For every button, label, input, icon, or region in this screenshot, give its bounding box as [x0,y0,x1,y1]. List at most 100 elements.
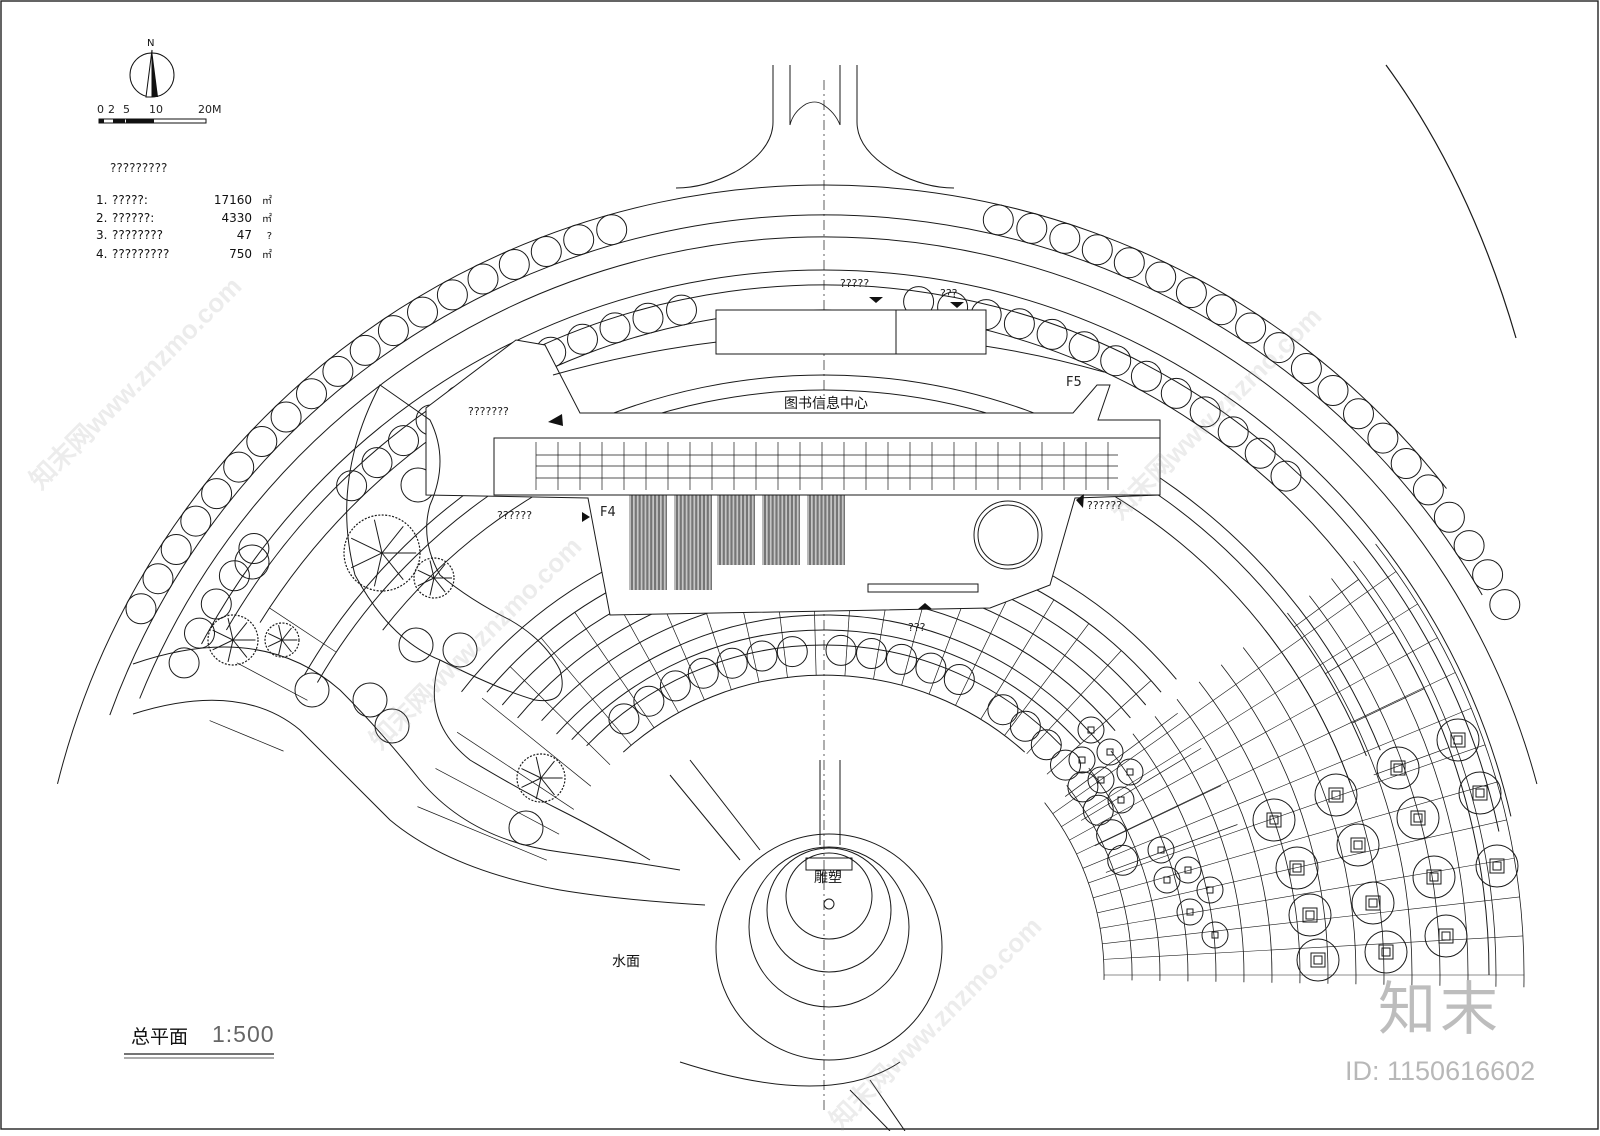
legend-unit: ㎡ [262,196,272,207]
tree-icon [886,643,917,675]
tree-icon [374,708,410,744]
tree-icon [352,682,388,718]
tree-icon [530,236,562,267]
tree-icon [407,296,438,328]
tree-icon [1412,474,1444,506]
scale-label-2: 2 [108,103,115,116]
paving-arc [1154,716,1245,983]
paving-arc [1220,664,1329,984]
tree-icon [1205,294,1237,326]
tree-icon [1390,448,1422,479]
paving-line [509,666,611,765]
tree-icon [467,263,499,295]
tree-icon [296,378,327,410]
paving-arc [556,614,1101,744]
scale-label-20: 20M [198,103,222,116]
paving-arc [1331,578,1469,987]
tree-icon [746,640,778,672]
paving-arc [571,629,1081,745]
tree-icon [776,636,808,668]
scale-label-0: 0 [97,103,104,116]
tree-icon [294,672,330,708]
tree-icon [1016,212,1048,244]
paving-line [209,720,284,752]
tree-icon [1009,710,1041,742]
garden-area [132,384,706,906]
tree-icon [246,426,278,457]
paving-line [1082,707,1472,869]
paving-line [1004,623,1090,736]
feature-tree-icon [343,514,421,592]
tree-planter-icon [1275,846,1319,890]
tree-icon [442,632,478,668]
tree-planter-icon [1147,836,1175,864]
paving-arc [316,389,1367,757]
legend-value: 4330 [221,211,252,225]
tree-icon [1489,589,1521,621]
tree-icon [349,334,381,366]
tree-icon [666,294,697,326]
paving-line [1325,632,1395,675]
sculpture-label: 雕塑 [814,870,842,886]
paving-arc [586,644,1062,747]
paving-line [1076,672,1456,855]
tree-planter-icon [1475,844,1519,888]
drawing-title: 总平面 [131,1026,189,1048]
tree-icon [1145,261,1177,293]
scale-label-10: 10 [149,103,163,116]
paving-arc [1176,698,1273,983]
tree-planter-icon [1351,881,1395,925]
tree-icon [1270,460,1302,492]
tree-icon [1030,729,1062,761]
paving-arc [1264,629,1385,985]
tree-icon [508,810,544,846]
tree-planter-icon [1436,718,1480,762]
paving-line [1052,571,1397,814]
tree-planter-icon [1107,786,1135,814]
tree-planter-icon [1174,856,1202,884]
legend-no: 4. [96,247,108,261]
tree-icon [1175,277,1207,309]
paving-arc [1287,612,1413,986]
legend-value: 750 [229,247,252,261]
tree-planter-icon [1424,914,1468,958]
feature-tree-icon [413,557,455,599]
tree-icon [943,664,975,695]
water-label: 水面 [612,954,640,970]
paving-arc [1353,561,1497,987]
tree-icon [716,647,748,679]
tree-icon [632,302,664,334]
feature-tree-icon [516,753,566,803]
tree-planter-icon [1412,855,1456,899]
scale-label-5: 5 [123,103,130,116]
paving-line [435,768,560,835]
paving-line [1105,824,1238,873]
tree-planter-icon [1252,798,1296,842]
paving-line [1069,637,1438,841]
paving-line [1046,680,1152,775]
tree-planter-icon [1087,766,1115,794]
tree-icon [218,560,250,592]
paving-arc [1242,647,1357,985]
tree-icon [180,505,212,537]
tree-icon [238,533,270,564]
tree-icon [322,355,354,387]
tree-icon [563,224,595,256]
tree-icon [856,638,887,669]
paving-line [1351,688,1425,724]
tree-icon [223,451,255,483]
paving-arc [1088,767,1161,981]
entry-label: ??????? [468,405,509,418]
paving-line [1026,650,1122,755]
tree-icon [377,315,409,347]
image-id: ID: 1150616602 [1345,1056,1536,1086]
floor-label-f5: F5 [1066,375,1082,390]
tree-icon [1189,396,1221,428]
paving-arc [622,674,1026,753]
paving-line [1100,857,1515,929]
tree-icon [1217,416,1249,448]
